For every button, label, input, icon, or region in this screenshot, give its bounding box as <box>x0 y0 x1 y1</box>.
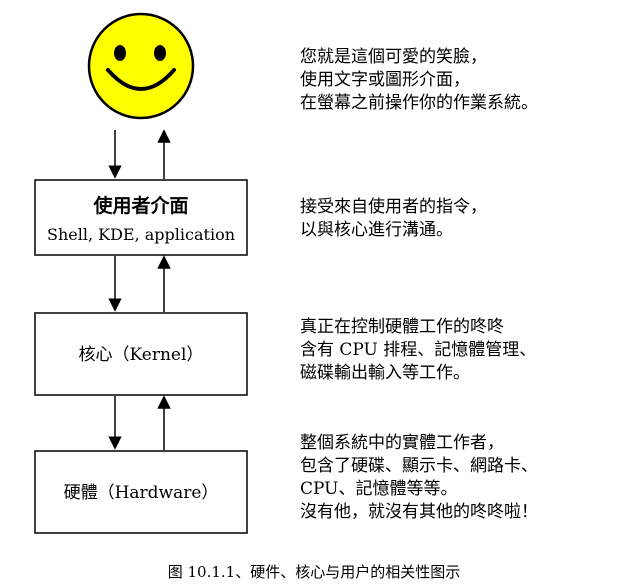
hardware-desc-line: 包含了硬碟、顯示卡、網路卡、 <box>300 456 538 476</box>
hardware-layer-title: 硬體（Hardware） <box>64 483 219 503</box>
user-desc-line: 使用文字或圖形介面， <box>300 70 470 90</box>
kernel-layer-title: 核心（Kernel） <box>79 345 204 365</box>
ui-desc-line: 接受來自使用者的指令， <box>300 197 487 217</box>
figure-caption: 图 10.1.1、硬件、核心与用户的相关性图示 <box>167 563 461 581</box>
user-desc-line: 在螢幕之前操作你的作業系統。 <box>300 93 538 113</box>
hardware-layer-box <box>34 450 248 534</box>
hardware-layer-description: 整個系統中的實體工作者， 包含了硬碟、顯示卡、網路卡、 CPU、記憶體等等。 沒… <box>300 432 538 524</box>
kernel-desc-line: 磁碟輸出輸入等工作。 <box>300 363 470 383</box>
ui-layer-description: 接受來自使用者的指令， 以與核心進行溝通。 <box>300 196 487 242</box>
kernel-layer-description: 真正在控制硬體工作的咚咚 含有 CPU 排程、記憶體管理、 磁碟輸出輸入等工作。 <box>300 316 536 385</box>
hardware-desc-line: 沒有他，就沒有其他的咚咚啦！ <box>300 502 538 522</box>
user-description: 您就是這個可愛的笑臉， 使用文字或圖形介面， 在螢幕之前操作你的作業系統。 <box>300 46 538 115</box>
hardware-desc-line: 整個系統中的實體工作者， <box>300 433 504 453</box>
user-desc-line: 您就是這個可愛的笑臉， <box>300 47 487 67</box>
kernel-desc-line: 真正在控制硬體工作的咚咚 <box>300 317 504 337</box>
ui-layer-subtitle: Shell, KDE, application <box>47 225 235 244</box>
smiley-face-icon <box>87 12 195 120</box>
ui-desc-line: 以與核心進行溝通。 <box>300 220 453 240</box>
kernel-layer-box <box>34 312 248 396</box>
ui-layer-box <box>34 179 248 256</box>
hardware-desc-line: CPU、記憶體等等。 <box>300 479 458 499</box>
kernel-desc-line: 含有 CPU 排程、記憶體管理、 <box>300 340 537 360</box>
ui-layer-title: 使用者介面 <box>92 194 188 217</box>
